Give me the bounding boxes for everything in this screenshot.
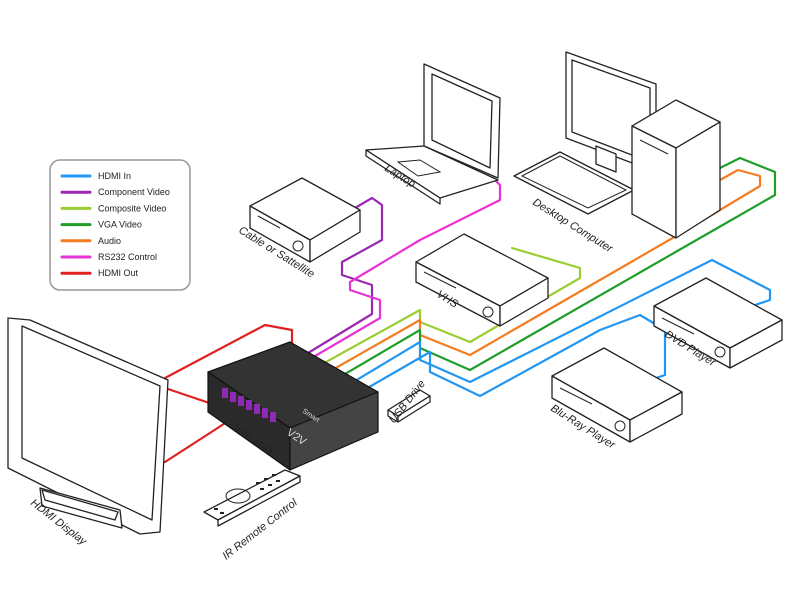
cable-component-video [288, 196, 384, 366]
cable-hdmi-in-bluray [348, 313, 667, 400]
legend-label: Component Video [98, 187, 170, 197]
cable-rs232-control [296, 176, 502, 368]
switcher-input-buttons [222, 388, 276, 422]
usb-drive-device [387, 389, 431, 423]
cable-composite-video [306, 246, 582, 374]
legend-label: Composite Video [98, 203, 166, 213]
legend-label: HDMI In [98, 171, 131, 181]
vhs-device [415, 233, 549, 327]
laptop-device [365, 63, 501, 205]
legend-label: VGA Video [98, 220, 142, 230]
legend-label: RS232 Control [98, 252, 157, 262]
v2v-max-switcher: Smart V2V [207, 341, 379, 471]
hdmi-display-device [7, 317, 169, 535]
dvd-player-device [653, 277, 783, 369]
cable-satellite-device [249, 177, 361, 263]
legend-label: Audio [98, 236, 121, 246]
legend-label: HDMI Out [98, 268, 139, 278]
ir-remote-device [203, 469, 301, 527]
bluray-player-device [551, 347, 683, 443]
cable-vga-video [326, 156, 777, 386]
cable-hdmi-in-dvd [338, 258, 772, 392]
desktop-computer-device [513, 51, 721, 239]
